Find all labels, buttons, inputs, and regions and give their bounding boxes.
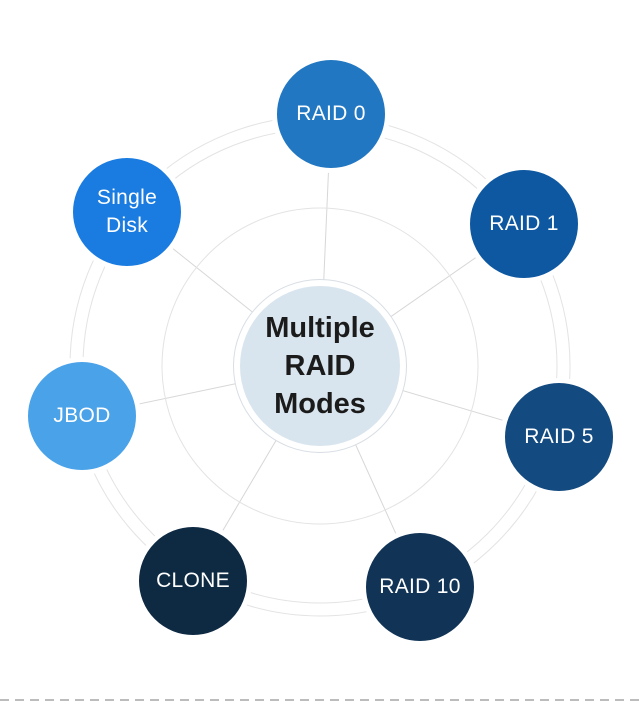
raid-node-label: RAID 0 xyxy=(296,102,366,126)
raid-node-label: CLONE xyxy=(156,569,230,593)
dashed-divider xyxy=(0,699,640,701)
raid-node-label: RAID 10 xyxy=(379,575,461,599)
raid-node-label: Single Disk xyxy=(96,186,158,237)
raid-node-raid-10: RAID 10 xyxy=(361,528,479,646)
raid-node-label: RAID 5 xyxy=(524,425,594,449)
raid-node-raid-0: RAID 0 xyxy=(272,55,390,173)
raid-node-single-disk: Single Disk xyxy=(68,153,186,271)
orbit-ring xyxy=(161,207,479,525)
raid-node-raid-1: RAID 1 xyxy=(465,165,583,283)
raid-node-raid-5: RAID 5 xyxy=(500,378,618,496)
center-title-line: Multiple xyxy=(265,312,375,344)
raid-node-label: RAID 1 xyxy=(489,212,559,236)
center-title-line: Modes xyxy=(274,388,366,420)
raid-node-clone: CLONE xyxy=(134,522,252,640)
center-title-line: RAID xyxy=(284,350,356,382)
raid-node-jbod: JBOD xyxy=(23,357,141,475)
center-circle: Multiple RAID Modes xyxy=(240,286,400,446)
raid-node-label: JBOD xyxy=(53,404,111,428)
center-circle-outline: Multiple RAID Modes xyxy=(233,279,407,453)
